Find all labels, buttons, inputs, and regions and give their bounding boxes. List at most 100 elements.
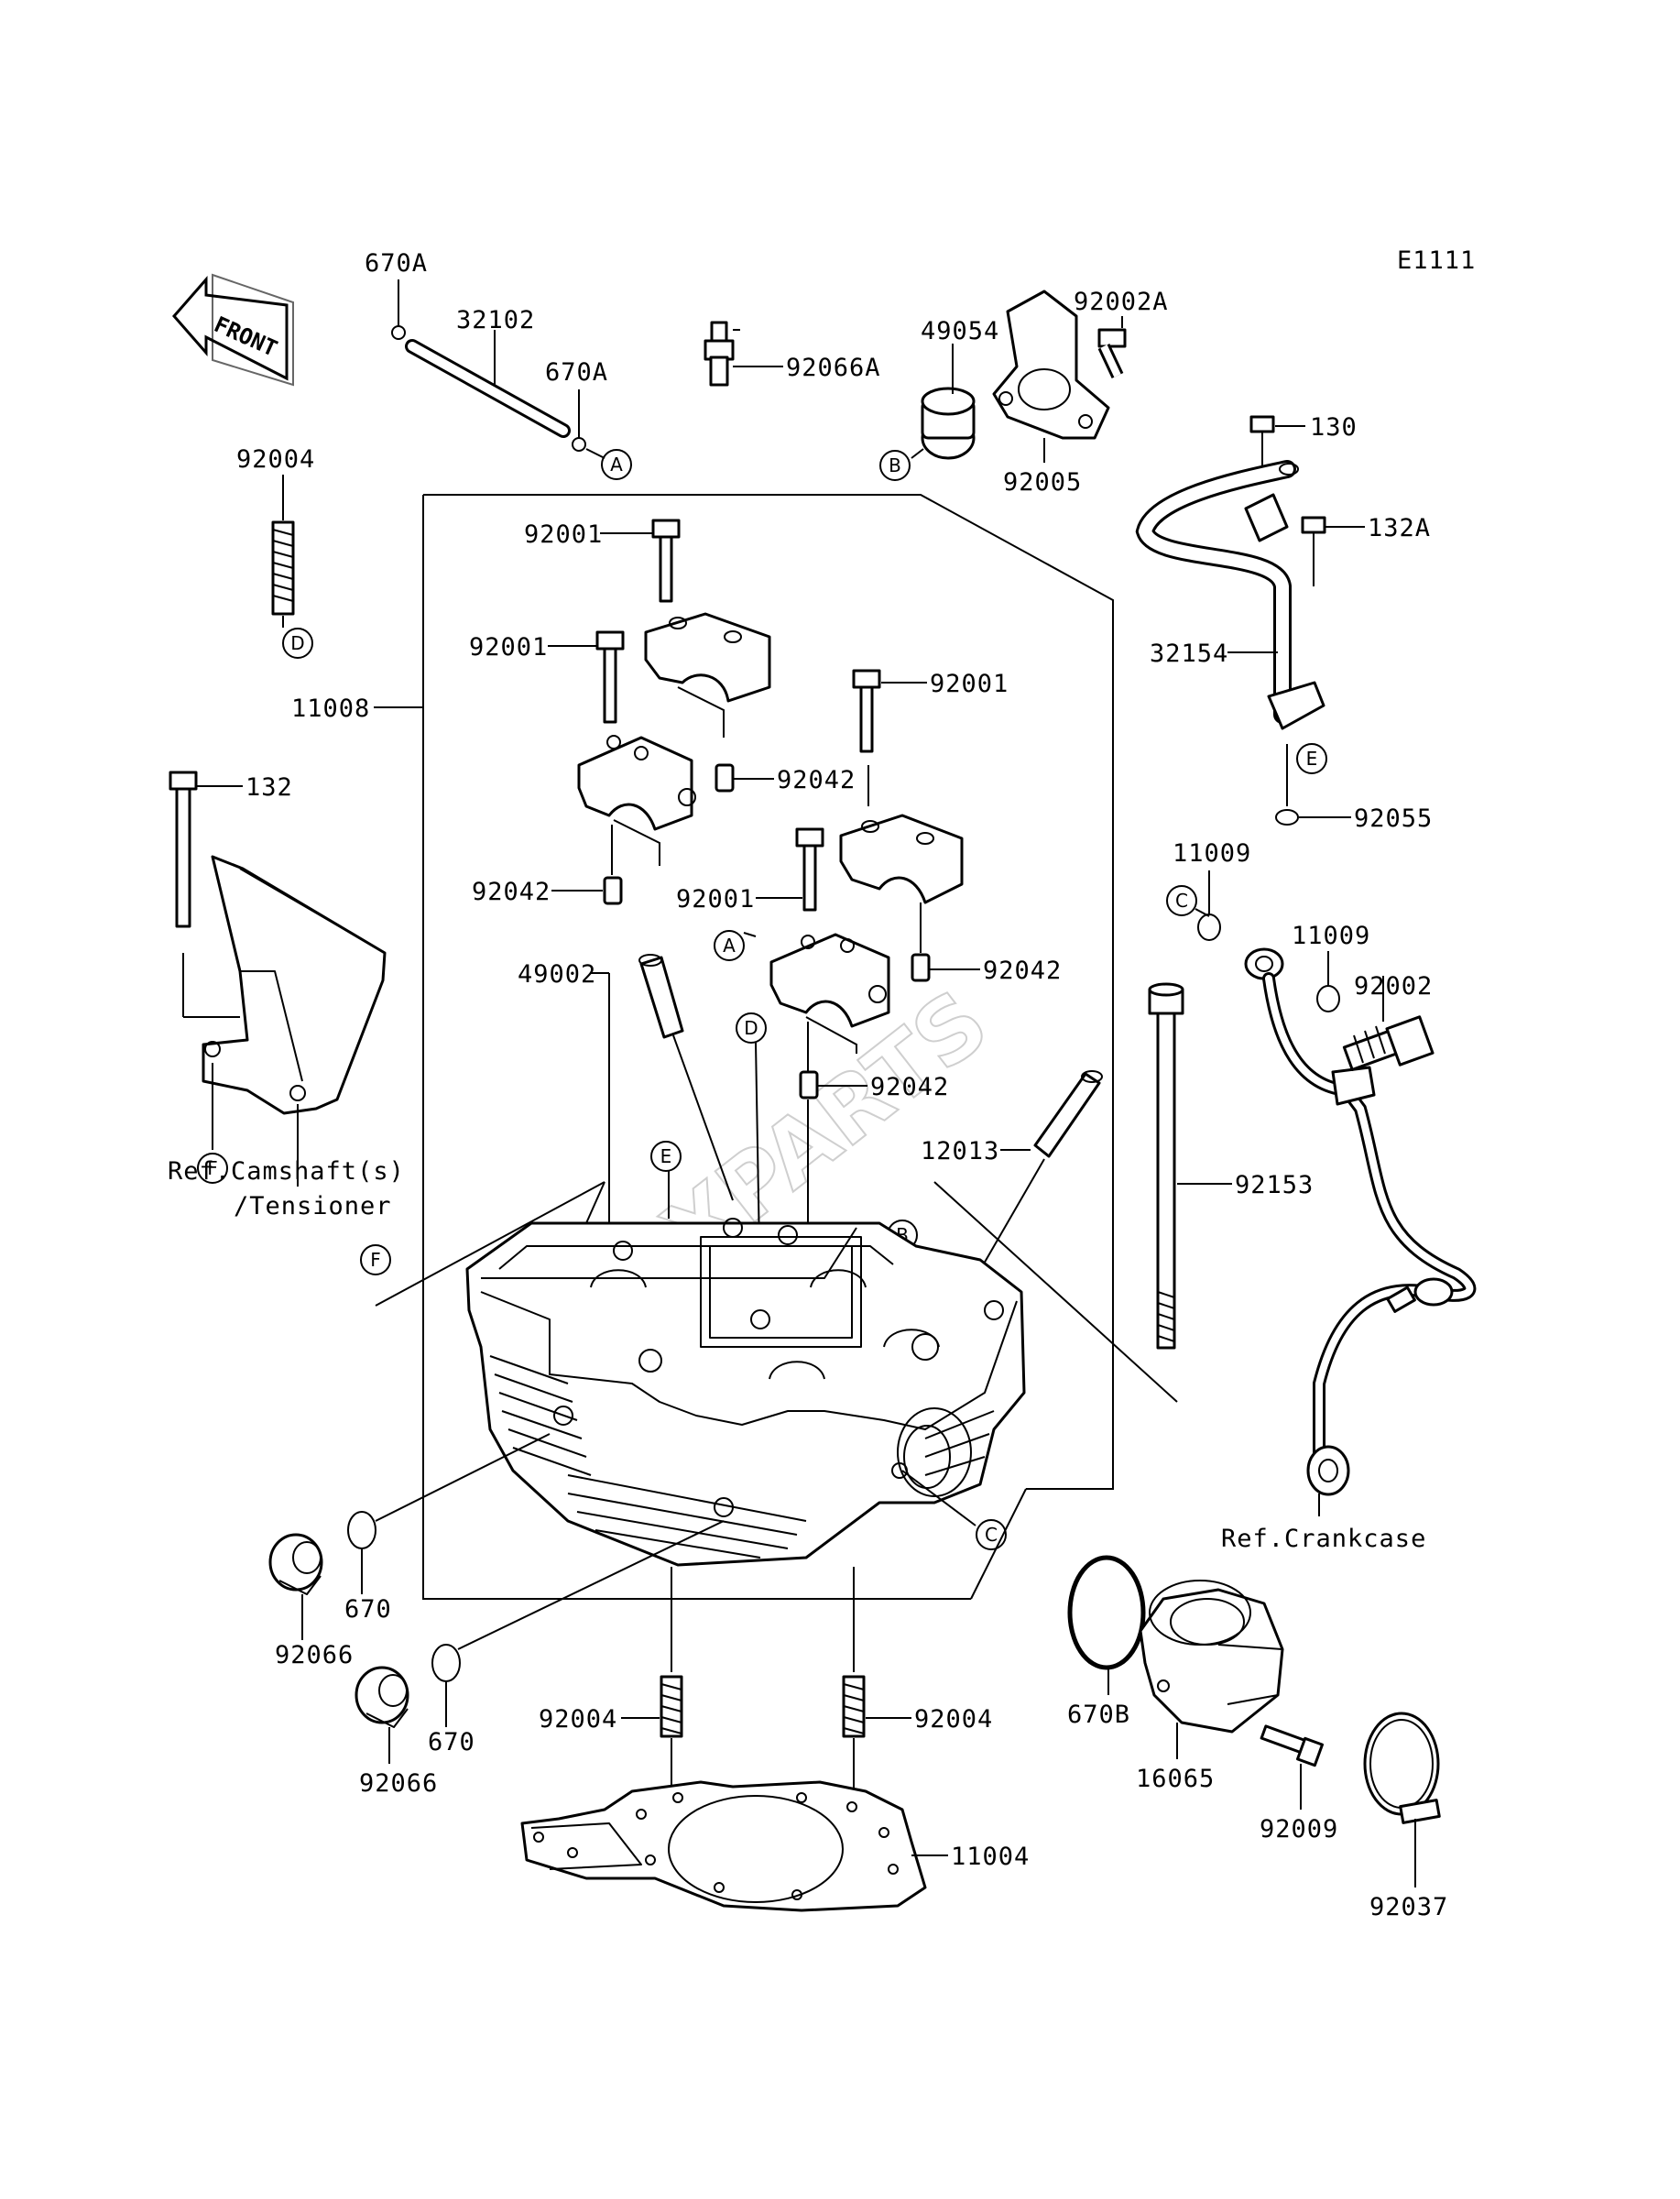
label-130: 130 xyxy=(1310,413,1358,442)
tensioner-bracket xyxy=(202,855,387,1115)
label-92055: 92055 xyxy=(1354,804,1433,833)
label-92042-1: 92042 xyxy=(777,766,856,794)
label-92001-2: 92001 xyxy=(469,633,548,662)
oring-670-2 xyxy=(431,1644,461,1682)
label-92001-4: 92001 xyxy=(676,885,755,914)
plug-92066-1 xyxy=(268,1533,323,1595)
label-92002a: 92002A xyxy=(1074,288,1169,316)
housing-92005 xyxy=(992,290,1110,440)
washer-11009-1 xyxy=(1197,914,1221,941)
label-12013: 12013 xyxy=(921,1137,999,1165)
callout-b-top: B xyxy=(889,454,901,476)
oil-line xyxy=(1244,947,1477,1496)
label-92009: 92009 xyxy=(1260,1815,1338,1843)
ref-crankcase: Ref.Crankcase xyxy=(1221,1525,1426,1553)
bolt-92001-2 xyxy=(595,630,625,724)
ref-tensioner: /Tensioner xyxy=(234,1192,392,1220)
dowel-92042-3 xyxy=(911,953,931,982)
label-92153: 92153 xyxy=(1235,1171,1314,1199)
stud-92004-top xyxy=(271,520,295,616)
cam-cap-1 xyxy=(644,612,771,703)
oring-670b xyxy=(1067,1555,1146,1670)
oring-92055 xyxy=(1275,809,1299,826)
label-11008: 11008 xyxy=(291,695,370,723)
bolt-92001-4 xyxy=(795,827,824,912)
stud-92004-left xyxy=(660,1675,683,1738)
label-670-2: 670 xyxy=(428,1728,475,1756)
plug-92066-2 xyxy=(355,1666,409,1728)
front-arrow-icon: FRONT xyxy=(172,273,294,387)
label-670a-lower: 670A xyxy=(545,358,608,387)
label-11009-2: 11009 xyxy=(1292,922,1370,950)
callout-d-head: D xyxy=(744,1017,758,1039)
pin-32102 xyxy=(405,339,571,438)
washer-11009-2 xyxy=(1316,985,1340,1012)
label-16065: 16065 xyxy=(1136,1765,1215,1793)
callout-f-bracket: F xyxy=(207,1157,218,1179)
label-132a: 132A xyxy=(1368,514,1431,542)
label-670-1: 670 xyxy=(344,1595,392,1624)
label-92004-right: 92004 xyxy=(914,1705,993,1734)
label-670a-upper: 670A xyxy=(365,249,428,278)
bolt-92002a xyxy=(1097,328,1127,378)
callout-f-head: F xyxy=(370,1249,381,1271)
diagram-code: E1111 xyxy=(1397,246,1476,275)
bolt-92153 xyxy=(1148,982,1184,1350)
bolt-92002 xyxy=(1342,1015,1435,1071)
label-92002: 92002 xyxy=(1354,972,1433,1001)
callout-c-line: C xyxy=(1175,890,1188,912)
callout-c-head: C xyxy=(985,1524,998,1546)
label-670b: 670B xyxy=(1067,1701,1130,1729)
gasket-11004 xyxy=(520,1780,927,1912)
label-92042-3: 92042 xyxy=(983,957,1062,985)
sensor-92066a xyxy=(704,321,740,387)
label-92001-1: 92001 xyxy=(524,520,603,549)
label-92001-3: 92001 xyxy=(930,670,1009,698)
cam-cap-3 xyxy=(839,814,964,904)
label-92042-2: 92042 xyxy=(472,878,551,906)
label-92005: 92005 xyxy=(1003,468,1082,497)
label-92066-1: 92066 xyxy=(275,1641,354,1669)
label-92042-4: 92042 xyxy=(870,1073,949,1101)
bolt-132a xyxy=(1301,516,1326,586)
guide-49002 xyxy=(638,954,684,1039)
callout-a-top: A xyxy=(610,454,623,476)
oring-670-1 xyxy=(347,1511,376,1549)
callout-e-pipe: E xyxy=(1306,748,1318,770)
label-92066a: 92066A xyxy=(786,354,881,382)
label-92004-top: 92004 xyxy=(236,445,315,474)
dowel-92042-4 xyxy=(799,1070,819,1100)
label-92004-left: 92004 xyxy=(539,1705,617,1734)
bolt-132 xyxy=(169,771,198,928)
bolt-92001-1 xyxy=(651,519,681,603)
assembly-frame xyxy=(423,494,1114,1490)
callout-a-cap: A xyxy=(723,935,736,957)
bolt-130 xyxy=(1249,415,1275,467)
label-132: 132 xyxy=(245,773,293,802)
screw-92009 xyxy=(1260,1724,1325,1767)
cylinder-head-11008 xyxy=(465,1218,1026,1567)
label-32102: 32102 xyxy=(456,306,535,334)
label-92066-2: 92066 xyxy=(359,1769,438,1798)
holder-16065 xyxy=(1139,1580,1284,1734)
label-92037: 92037 xyxy=(1369,1893,1448,1921)
oring-670a-upper xyxy=(391,325,406,340)
cap-49054 xyxy=(921,387,976,460)
label-11009-1: 11009 xyxy=(1173,839,1251,868)
label-49002: 49002 xyxy=(518,960,596,989)
clamp-92037 xyxy=(1363,1712,1441,1824)
cam-cap-4 xyxy=(769,933,890,1028)
oring-670a-lower xyxy=(572,437,586,452)
cam-cap-2 xyxy=(577,735,696,831)
ref-camshaft: Ref.Camshaft(s) xyxy=(168,1157,405,1186)
oil-pipe-32154 xyxy=(1135,460,1325,730)
dowel-92042-1 xyxy=(715,763,735,793)
bolt-92001-3 xyxy=(852,669,881,753)
label-49054: 49054 xyxy=(921,317,999,345)
callout-d-stud: D xyxy=(290,632,304,654)
callout-e-head: E xyxy=(660,1145,672,1167)
stud-92004-right xyxy=(842,1675,866,1738)
label-32154: 32154 xyxy=(1150,640,1228,668)
dowel-92042-2 xyxy=(603,876,623,905)
